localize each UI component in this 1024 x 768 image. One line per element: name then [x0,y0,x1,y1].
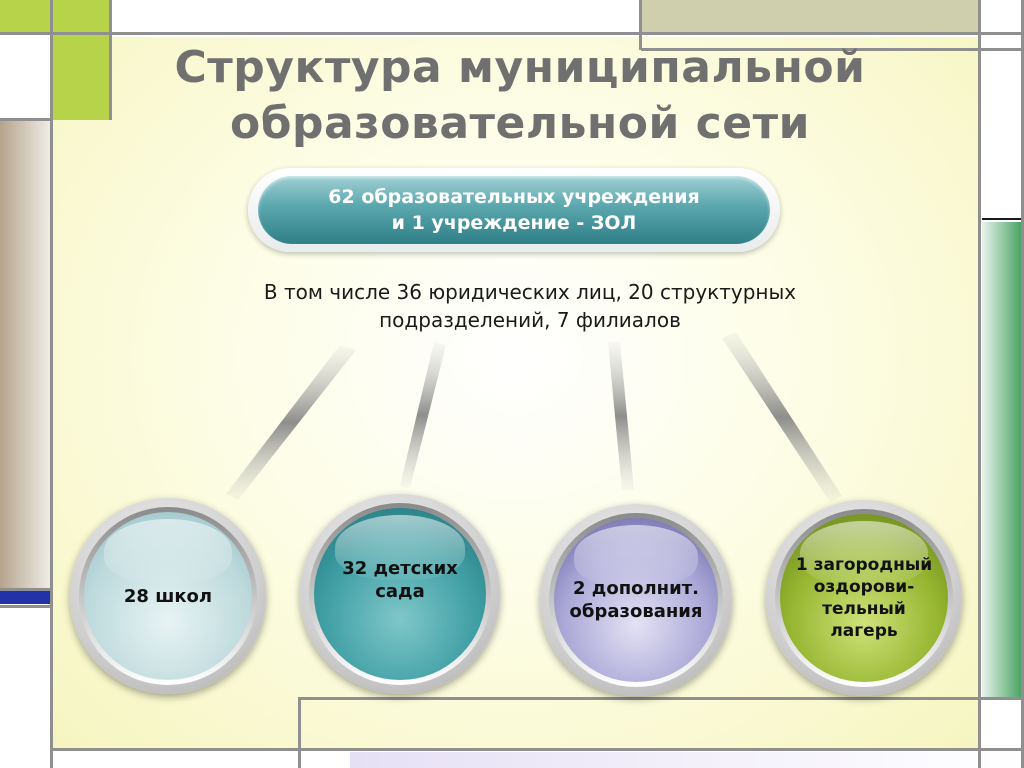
grid-line [641,48,1024,51]
schools-circle: 28 школ [70,498,266,694]
grid-line [639,0,642,50]
camp-circle: 1 загородный оздорови- тельный лагерь [766,500,962,696]
circle-label-line: 28 школ [123,585,213,607]
grid-line [298,697,301,768]
grid-line [50,0,53,768]
grid-line [1021,0,1024,768]
circle-label-line: 32 детских [342,558,458,579]
institutions-pill-fill: 62 образовательных учреждения и 1 учрежд… [258,176,770,244]
circle-label: 2 дополнит. образования [570,577,703,623]
connector-ray [722,332,842,502]
grid-line [53,748,1024,751]
grid-line [0,118,53,121]
connector-ray [226,345,356,500]
connector-ray [608,342,634,490]
pill-line: и 1 учреждение - ЗОЛ [391,212,637,234]
circle-label-line: тельный [822,599,906,619]
subtitle-line: В том числе 36 юридических лиц, 20 струк… [263,280,797,304]
grid-line [300,697,1024,700]
circle-label-line: оздорови- [813,577,915,597]
pill-line: 62 образовательных учреждения [328,186,700,208]
slide-title: Структура муниципальной образовательной … [120,40,920,152]
circle-core: 2 дополнит. образования [554,518,718,682]
connector-ray [400,342,446,488]
subtitle-text: В том числе 36 юридических лиц, 20 струк… [180,278,880,334]
circle-label-line: лагерь [830,621,898,641]
circle-core: 1 загородный оздорови- тельный лагерь [780,514,948,682]
grid-line [0,605,53,608]
circle-label-line: образования [569,601,703,622]
lavender-block-bottom [350,752,1024,768]
subtitle-line: подразделений, 7 филиалов [379,308,681,332]
green-block-right [982,222,1024,698]
institutions-pill: 62 образовательных учреждения и 1 учрежд… [248,168,780,252]
grid-line [978,0,981,768]
grid-line [0,588,53,591]
grid-line [982,218,1024,220]
circle-label: 1 загородный оздорови- тельный лагерь [796,554,932,642]
grid-line [0,32,1024,35]
additional-education-circle: 2 дополнит. образования [540,504,732,696]
green-block-corner [0,0,109,33]
khaki-block-top-right [641,0,978,34]
grid-line [109,0,112,120]
circle-label: 32 детских сада [342,557,458,603]
kindergartens-circle: 32 детских сада [300,494,500,694]
circle-label-line: 1 загородный [795,555,933,575]
title-line: Структура муниципальной [174,42,866,93]
circle-label-line: сада [375,581,425,602]
circle-core: 32 детских сада [314,508,486,680]
circle-label: 28 школ [124,585,212,608]
blue-block-left [0,590,50,604]
circle-core: 28 школ [84,512,252,680]
tan-block-left [0,120,50,590]
circle-label-line: 2 дополнит. [573,578,699,599]
title-line: образовательной сети [230,98,810,149]
